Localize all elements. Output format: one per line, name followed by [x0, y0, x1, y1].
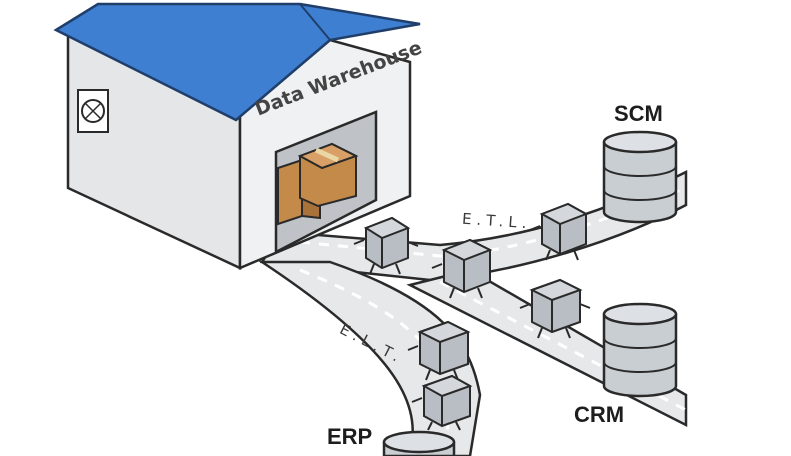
database-scm-icon	[602, 130, 678, 224]
database-erp-icon	[382, 430, 456, 456]
data-cube-2-icon	[431, 238, 493, 299]
data-cube-6-icon	[411, 374, 473, 431]
database-crm-icon	[602, 302, 678, 398]
data-cube-5-icon	[407, 320, 471, 381]
data-cube-1-icon	[353, 216, 419, 275]
label-crm: CRM	[574, 402, 625, 427]
data-cube-4-icon	[519, 278, 591, 339]
data-cube-3-icon	[529, 202, 589, 261]
label-erp: ERP	[327, 424, 373, 449]
parcel-boxes	[277, 142, 359, 226]
label-scm: SCM	[614, 101, 663, 126]
